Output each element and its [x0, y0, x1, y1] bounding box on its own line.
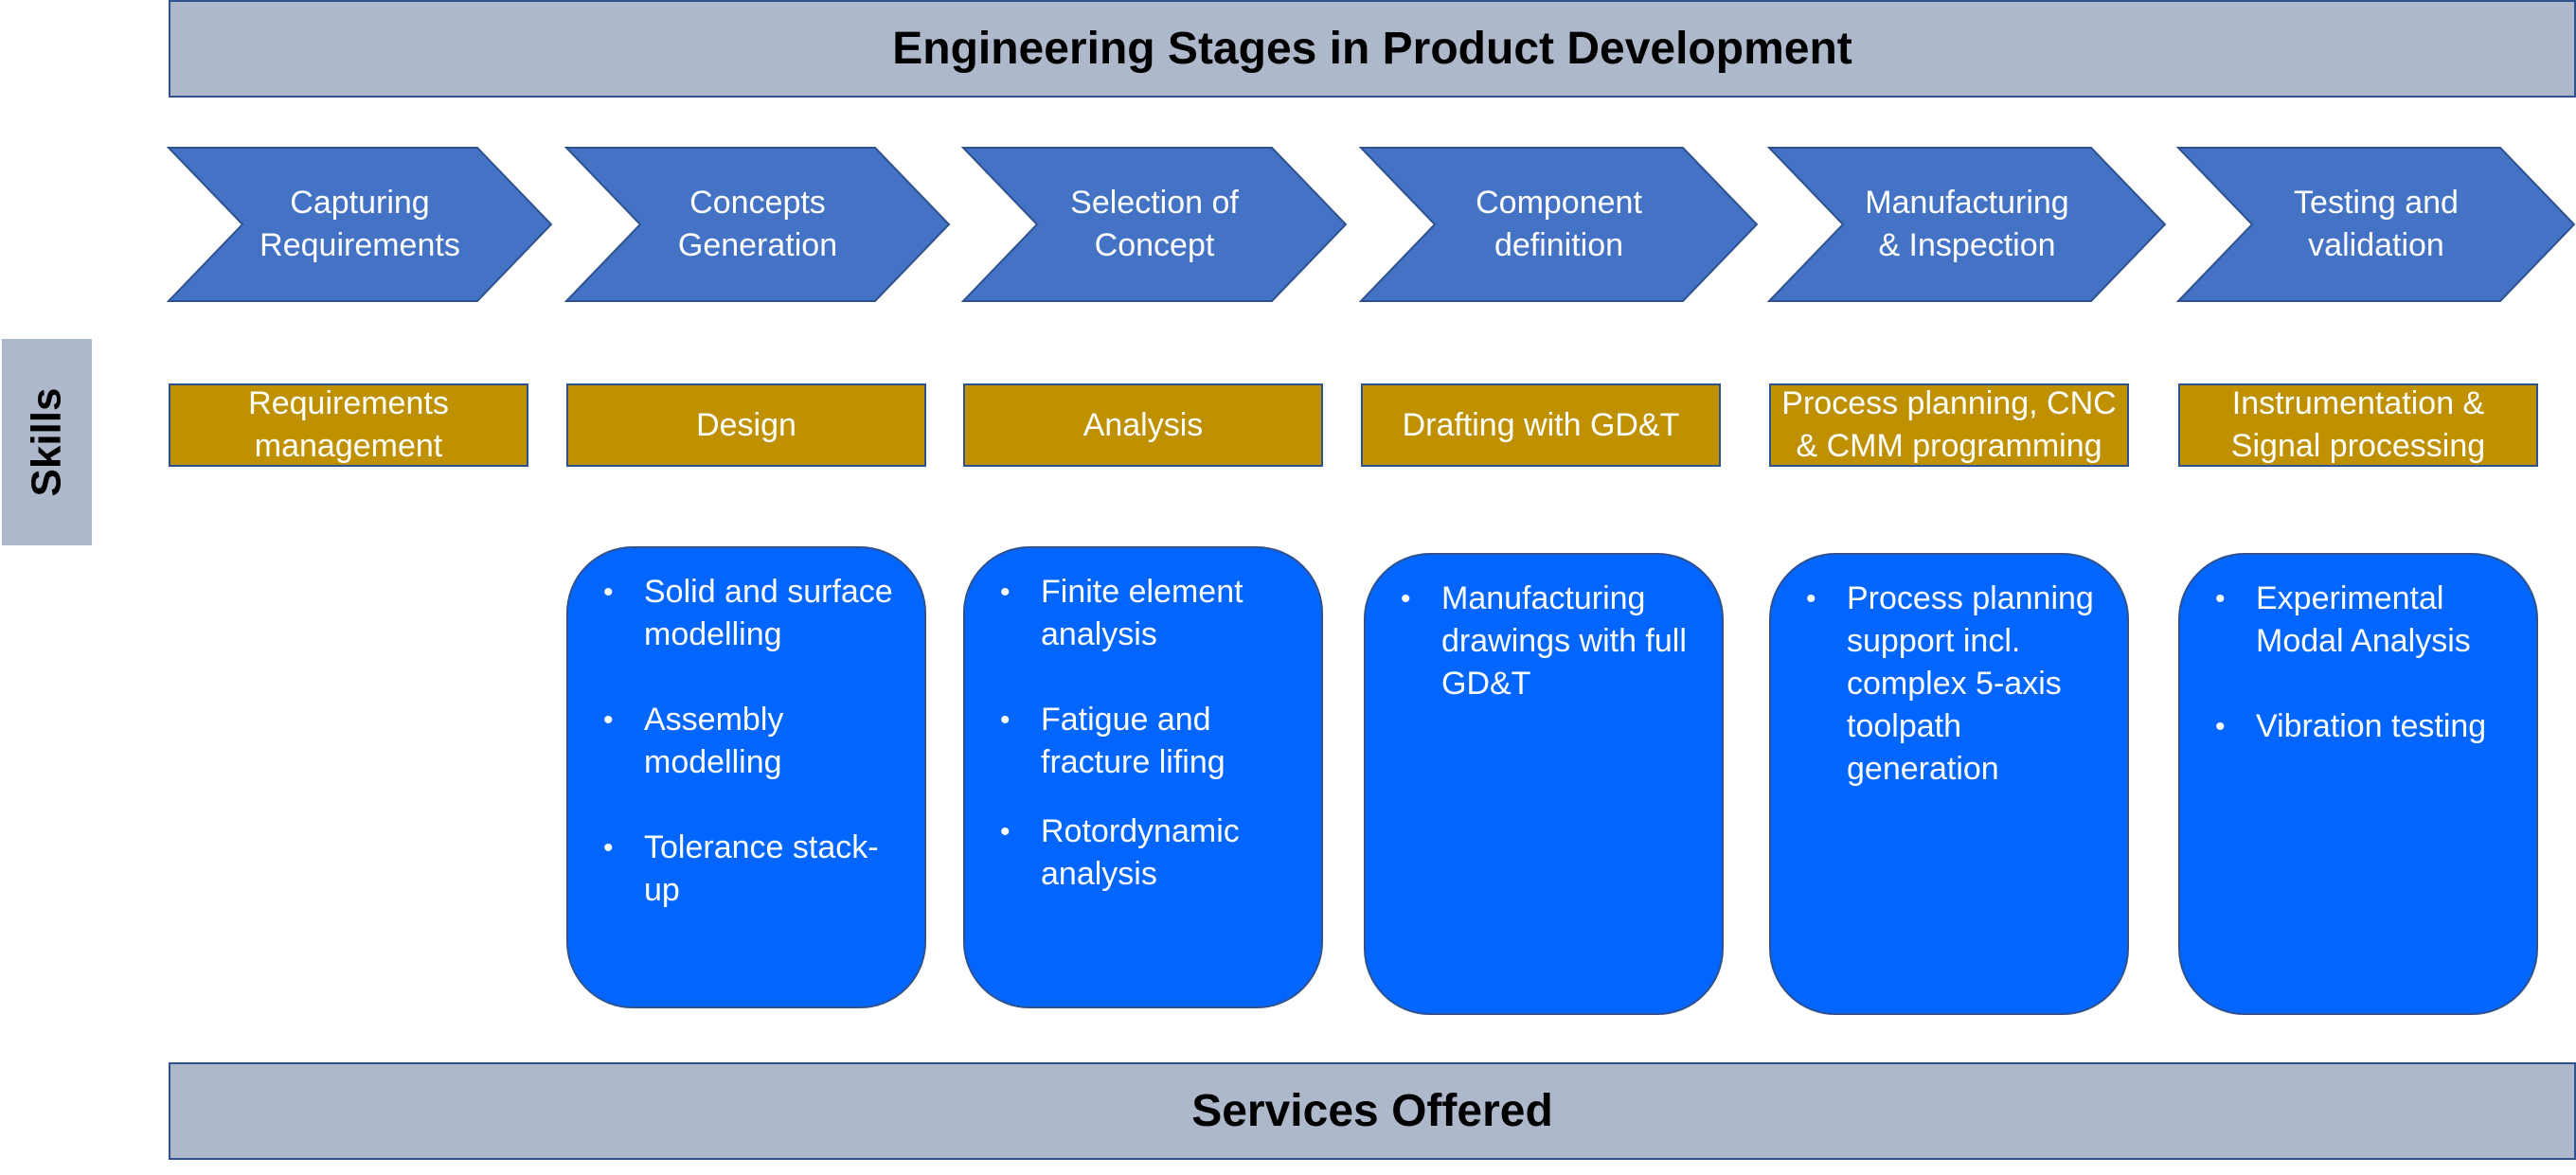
- bullet-icon: •: [2215, 583, 2226, 614]
- service-box-testing: •Experimental Modal Analysis •Vibration …: [2178, 553, 2538, 1015]
- stage-chevron-2: Concepts Generation: [564, 147, 951, 302]
- skills-side-label: Skills: [2, 339, 92, 545]
- footer-text: Services Offered: [1191, 1086, 1553, 1136]
- service-item: •Rotordynamic analysis: [995, 810, 1302, 896]
- stage-label: Capturing Requirements: [259, 185, 460, 263]
- stage-chevron-6: Testing and validation: [2175, 147, 2576, 302]
- skill-box-3: Analysis: [963, 383, 1323, 467]
- service-item: •Assembly modelling: [599, 699, 905, 784]
- bullet-icon: •: [1000, 816, 1011, 847]
- stage-chevron-3: Selection of Concept: [960, 147, 1348, 302]
- stage-label: Concepts Generation: [677, 185, 838, 263]
- service-item: •Vibration testing: [2210, 705, 2517, 748]
- bullet-icon: •: [1000, 577, 1011, 608]
- bullet-icon: •: [603, 577, 614, 608]
- bullet-icon: •: [1000, 704, 1011, 736]
- stage-chevron-4: Component definition: [1358, 147, 1759, 302]
- service-item: •Solid and surface modelling: [599, 571, 905, 656]
- skill-box-2: Design: [566, 383, 926, 467]
- service-item: •Tolerance stack-up: [599, 827, 905, 912]
- skills-label-text: Skills: [23, 387, 70, 497]
- stage-label: Selection of Concept: [1070, 185, 1239, 263]
- bullet-icon: •: [1806, 583, 1816, 614]
- skill-box-6: Instrumentation & Signal processing: [2178, 383, 2538, 467]
- title-banner: Engineering Stages in Product Developmen…: [169, 0, 2576, 98]
- bullet-icon: •: [603, 704, 614, 736]
- service-box-drafting: •Manufacturing drawings with full GD&T: [1364, 553, 1724, 1015]
- service-item: •Process planning support incl. complex …: [1801, 578, 2108, 791]
- skill-box-4: Drafting with GD&T: [1361, 383, 1721, 467]
- stage-label: Testing and validation: [2294, 185, 2459, 263]
- stage-chevron-1: Capturing Requirements: [166, 147, 553, 302]
- bullet-icon: •: [1401, 583, 1411, 614]
- stage-label: Manufacturing & Inspection: [1865, 185, 2069, 263]
- title-text: Engineering Stages in Product Developmen…: [892, 24, 1852, 74]
- service-item: •Manufacturing drawings with full GD&T: [1396, 578, 1703, 705]
- service-box-manufacturing: •Process planning support incl. complex …: [1769, 553, 2129, 1015]
- stage-label: Component definition: [1476, 185, 1642, 263]
- skill-box-1: Requirements management: [169, 383, 528, 467]
- service-item: •Fatigue and fracture lifing: [995, 699, 1302, 784]
- service-item: •Experimental Modal Analysis: [2210, 578, 2517, 663]
- footer-banner: Services Offered: [169, 1062, 2576, 1160]
- service-box-design: •Solid and surface modelling •Assembly m…: [566, 546, 926, 1008]
- service-item: •Finite element analysis: [995, 571, 1302, 656]
- bullet-icon: •: [2215, 711, 2226, 742]
- bullet-icon: •: [603, 832, 614, 863]
- stage-chevron-5: Manufacturing & Inspection: [1766, 147, 2167, 302]
- service-box-analysis: •Finite element analysis •Fatigue and fr…: [963, 546, 1323, 1008]
- skill-box-5: Process planning, CNC & CMM programming: [1769, 383, 2129, 467]
